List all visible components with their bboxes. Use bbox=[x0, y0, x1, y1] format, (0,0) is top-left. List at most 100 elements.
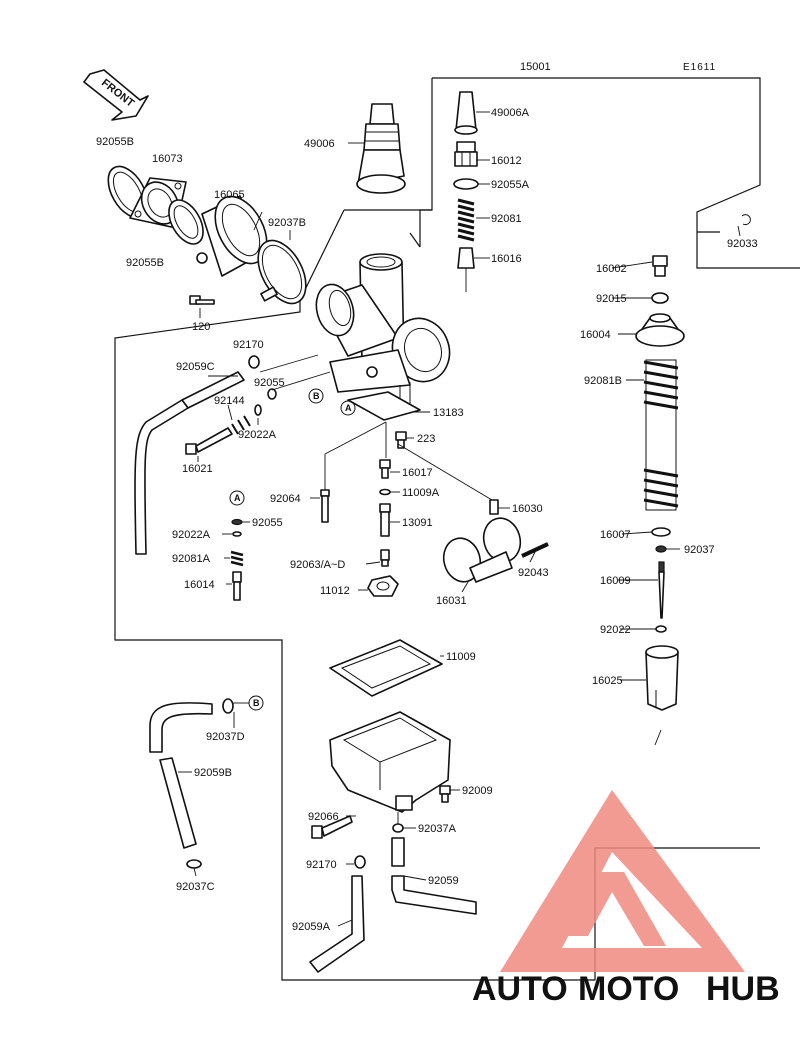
main-jet-92063 bbox=[380, 549, 390, 567]
watermark-text: AUTO MOTO HUB bbox=[472, 970, 780, 1008]
label-11009: 11009 bbox=[446, 651, 476, 663]
label-16017: 16017 bbox=[402, 467, 433, 479]
label-92055-left: 92055 bbox=[252, 517, 283, 529]
label-16004: 16004 bbox=[580, 329, 611, 341]
float-bowl bbox=[329, 711, 451, 813]
cap-49006A bbox=[454, 91, 478, 135]
hose-92059B bbox=[159, 757, 197, 849]
hose-92059C bbox=[134, 371, 245, 555]
jet-needle-92064 bbox=[320, 454, 330, 523]
label-92064: 92064 bbox=[270, 493, 301, 505]
part-labels: E1611 15001 49006 49006A 16012 92055A 92… bbox=[96, 61, 758, 933]
label-92059: 92059 bbox=[428, 875, 459, 887]
label-16065: 16065 bbox=[214, 189, 245, 201]
label-16016: 16016 bbox=[491, 253, 522, 265]
needle-jet-13091 bbox=[379, 503, 391, 537]
label-92063: 92063/A~D bbox=[290, 559, 345, 571]
throttle-valve-16025 bbox=[645, 645, 679, 711]
label-16009: 16009 bbox=[600, 575, 631, 587]
label-92037D: 92037D bbox=[206, 731, 245, 743]
label-92015: 92015 bbox=[596, 293, 627, 305]
watermark-logo bbox=[500, 790, 745, 972]
label-92037B: 92037B bbox=[268, 217, 306, 229]
clamp-92037D bbox=[222, 698, 234, 714]
watermark-triangle-icon bbox=[500, 790, 745, 972]
clip-92037 bbox=[655, 545, 667, 553]
label-11012: 11012 bbox=[320, 585, 350, 597]
svg-text:B: B bbox=[313, 391, 320, 401]
label-120: 120 bbox=[192, 321, 210, 333]
screw-120 bbox=[189, 295, 215, 305]
o-ring-92055B-bottom bbox=[168, 199, 204, 245]
label-11009A: 11009A bbox=[402, 487, 440, 499]
washer-92015 bbox=[651, 292, 669, 304]
o-ring-11009A bbox=[379, 488, 391, 496]
label-92066: 92066 bbox=[308, 811, 339, 823]
top-nut-16012 bbox=[454, 141, 478, 167]
label-92081B: 92081B bbox=[584, 375, 622, 387]
clamp-92037A bbox=[392, 823, 404, 833]
label-92055A: 92055A bbox=[491, 179, 530, 191]
label-92033: 92033 bbox=[727, 238, 758, 250]
ref-circle-B-top: B bbox=[308, 388, 324, 404]
washer-92022A-left bbox=[232, 531, 242, 537]
pin-92043 bbox=[521, 542, 549, 558]
label-16014: 16014 bbox=[184, 579, 215, 591]
hose-upper-left bbox=[149, 702, 213, 753]
screw-92009 bbox=[439, 785, 451, 803]
clamp-92037B bbox=[257, 239, 307, 305]
label-49006: 49006 bbox=[304, 138, 335, 150]
label-92022A-top: 92022A bbox=[238, 429, 277, 441]
screw-16014 bbox=[232, 571, 242, 601]
label-16012: 16012 bbox=[491, 155, 522, 167]
label-13091: 13091 bbox=[402, 517, 433, 529]
adjuster-16002 bbox=[652, 255, 668, 277]
watermark-moto: MOTO bbox=[578, 970, 679, 1008]
label-92055B-bottom: 92055B bbox=[126, 257, 164, 269]
plug-11012 bbox=[367, 575, 399, 597]
valve-needle-16030 bbox=[489, 499, 499, 515]
o-ring-92055 bbox=[267, 388, 277, 400]
label-223: 223 bbox=[417, 433, 435, 445]
label-16007: 16007 bbox=[600, 529, 631, 541]
label-92055B-top: 92055B bbox=[96, 136, 134, 148]
label-49006A: 49006A bbox=[491, 107, 530, 119]
label-92009: 92009 bbox=[462, 785, 493, 797]
gasket-13183 bbox=[347, 391, 421, 421]
label-92022: 92022 bbox=[600, 624, 631, 636]
cap-16004 bbox=[635, 313, 685, 347]
leader-lines bbox=[178, 111, 741, 927]
cap-49006 bbox=[356, 103, 406, 194]
label-92055-top: 92055 bbox=[254, 377, 285, 389]
hose-92059A bbox=[309, 875, 365, 973]
o-ring-92055-left bbox=[231, 518, 243, 526]
plate-16007 bbox=[651, 527, 671, 537]
label-92059B: 92059B bbox=[194, 767, 232, 779]
clamp-92037C bbox=[186, 859, 202, 869]
label-16030: 16030 bbox=[512, 503, 543, 515]
label-16021: 16021 bbox=[182, 463, 213, 475]
gasket-11009 bbox=[329, 639, 443, 697]
hose-short bbox=[391, 837, 405, 867]
watermark-auto: AUTO bbox=[472, 970, 568, 1008]
label-92081A: 92081A bbox=[172, 553, 211, 565]
label-92170-top: 92170 bbox=[233, 339, 264, 351]
drain-screw-92066 bbox=[311, 815, 353, 839]
label-92022A-left: 92022A bbox=[172, 529, 211, 541]
needle-16009 bbox=[658, 561, 665, 619]
spring-92081A bbox=[230, 550, 244, 567]
diagram-code: E1611 bbox=[683, 62, 716, 73]
label-92059C: 92059C bbox=[176, 361, 215, 373]
float-16031 bbox=[442, 517, 522, 583]
pilot-screw-16021 bbox=[185, 427, 233, 455]
ref-circle-B-bottom: B bbox=[248, 695, 264, 711]
spring-92081 bbox=[457, 198, 475, 242]
front-arrow: FRONT bbox=[83, 69, 149, 121]
svg-text:B: B bbox=[253, 698, 260, 708]
spring-92144 bbox=[231, 415, 251, 435]
label-92037A: 92037A bbox=[418, 823, 457, 835]
label-92081: 92081 bbox=[491, 213, 522, 225]
clip-92033 bbox=[741, 214, 751, 226]
label-92037: 92037 bbox=[684, 544, 715, 556]
